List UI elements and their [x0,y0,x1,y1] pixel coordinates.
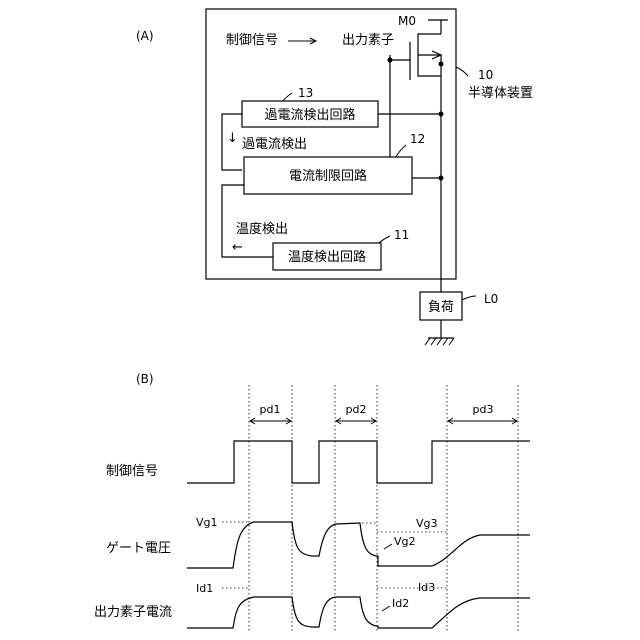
row-gate-voltage-label: ゲート電圧 [106,541,171,556]
period-pd1-label: pd1 [260,403,281,416]
current-limit-block-number: 12 [410,132,425,146]
current-limit-number-leader [396,145,406,157]
row-output-current-label: 出力素子電流 [94,605,172,620]
id1-label: Id1 [196,582,213,595]
temperature-block-label: 温度検出回路 [288,249,366,265]
vg2-label: Vg2 [394,535,416,548]
transistor-label: M0 [398,14,416,28]
current-limit-block-label: 電流制限回路 [289,168,367,184]
ground-symbol [425,338,454,345]
load-label: 負荷 [428,300,454,315]
output-current-waveform [187,597,530,628]
temperature-block-number: 11 [394,228,409,242]
vg2-leader [384,544,392,549]
id2-leader [382,606,390,611]
period-pd1 [250,418,291,424]
period-pd3 [448,418,517,424]
device-number-leader [456,67,468,76]
temperature-feedback-wire [222,185,273,257]
panel-a-label: (A) [136,29,154,43]
id3-label: Id3 [418,581,435,594]
id2-label: Id2 [392,597,409,610]
load-ref: L0 [484,292,498,306]
vg1-label: Vg1 [196,516,218,529]
device-name: 半導体装置 [468,86,533,101]
overcurrent-block-label: 過電流検出回路 [264,107,355,123]
temperature-arrow: ← [232,240,243,255]
load-ref-leader [462,296,476,300]
temperature-signal-label: 温度検出 [236,221,288,237]
vg3-label: Vg3 [416,517,438,530]
control-signal-waveform [187,441,530,483]
gate-voltage-waveform [187,522,530,568]
device-number: 10 [478,68,493,82]
overcurrent-arrow: ↓ [227,131,238,146]
output-element-label: 出力素子 [342,33,394,48]
control-signal-label: 制御信号 [226,33,278,48]
period-pd2-label: pd2 [346,403,367,416]
overcurrent-block-number: 13 [298,86,313,100]
overcurrent-signal-label: 過電流検出 [242,137,307,152]
period-pd2 [336,418,376,424]
panel-b-label: (B) [136,372,154,386]
period-pd3-label: pd3 [473,403,494,416]
row-control-signal-label: 制御信号 [106,464,158,479]
